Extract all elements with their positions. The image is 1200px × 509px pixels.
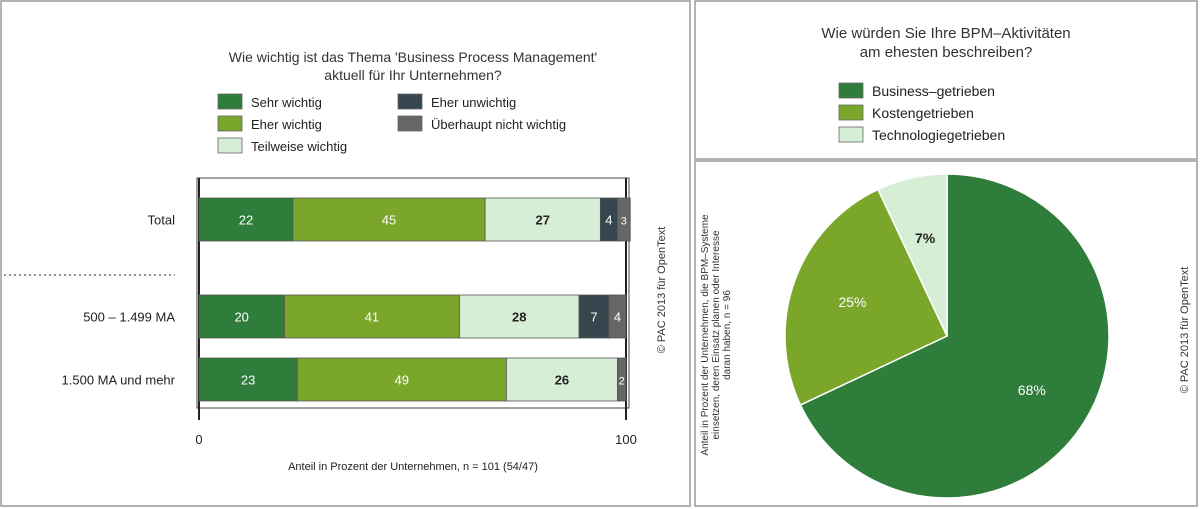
pie-label-technologiegetrieben: 7%: [915, 230, 936, 246]
data-label-1-500-ma-und-mehr-sehr-wichtig: 23: [241, 373, 255, 388]
pie-copyright: © PAC 2013 für OpenText: [1179, 267, 1191, 394]
data-label-total-teilweise-wichtig: 27: [536, 213, 550, 228]
pie-legend-swatch-business-getrieben: [838, 82, 864, 99]
bar-500-1-499-ma-eher-unwichtig: [578, 294, 610, 339]
data-label-500-1-499-ma-sehr-wichtig: 20: [234, 310, 248, 325]
data-label-1-500-ma-und-mehr-eher-wichtig: 49: [395, 373, 409, 388]
legend-swatch-ueberhaupt-nicht-wichtig: [397, 115, 423, 132]
data-label-1-500-ma-und-mehr-ueberhaupt-nicht-wichtig: 2: [619, 376, 625, 388]
pie-note: Anteil in Prozent der Unternehmen, die B…: [700, 214, 733, 456]
data-label-total-eher-wichtig: 45: [382, 213, 396, 228]
category-label-500-1-499-ma: 500 – 1.499 MA: [83, 310, 175, 325]
bar-500-1-499-ma-eher-wichtig: [283, 294, 460, 339]
bar-plot-frame: [196, 177, 630, 409]
category-label-1-500-ma-und-mehr: 1.500 MA und mehr: [62, 373, 176, 388]
pie-legend-swatch-kostengetrieben: [838, 104, 864, 121]
pie-title-line-1: Wie würden Sie Ihre BPM–Aktivitäten: [821, 25, 1070, 42]
x-axis-label: Anteil in Prozent der Unternehmen, n = 1…: [288, 461, 538, 473]
pie-slices: 68% 25% 7%: [784, 173, 1110, 499]
left-panel-frame: [0, 0, 691, 507]
bar-total-ueberhaupt-nicht-wichtig: [617, 197, 631, 242]
pie-legend-label-kostengetrieben: Kostengetrieben: [872, 105, 974, 121]
pie-slice-technologiegetrieben: [877, 173, 948, 337]
data-label-500-1-499-ma-teilweise-wichtig: 28: [512, 310, 526, 325]
pie-note-line-1: Anteil in Prozent der Unternehmen, die B…: [700, 214, 711, 456]
legend-label-ueberhaupt-nicht-wichtig: Überhaupt nicht wichtig: [431, 117, 566, 132]
pie-legend: Business–getriebenKostengetriebenTechnol…: [838, 82, 1005, 143]
bar-total-teilweise-wichtig: [484, 197, 601, 242]
pie-chart: Wie würden Sie Ihre BPM–Aktivitäten am e…: [700, 25, 1191, 499]
pie-legend-swatch-technologiegetrieben: [838, 126, 864, 143]
legend-label-sehr-wichtig: Sehr wichtig: [251, 95, 322, 110]
bar-title-line-1: Wie wichtig ist das Thema 'Business Proc…: [229, 49, 597, 65]
pie-header-frame: [694, 0, 1198, 160]
pie-label-business-getrieben: 68%: [1018, 382, 1046, 398]
stacked-bar-chart: Wie wichtig ist das Thema 'Business Proc…: [4, 49, 668, 473]
legend-swatch-eher-wichtig: [217, 115, 243, 132]
legend-swatch-sehr-wichtig: [217, 93, 243, 110]
bar-total-eher-wichtig: [292, 197, 486, 242]
pie-note-line-2: einsetzen, deren Einsatz planen oder Int…: [711, 230, 722, 439]
pie-legend-label-business-getrieben: Business–getrieben: [872, 83, 995, 99]
data-label-1-500-ma-und-mehr-teilweise-wichtig: 26: [555, 373, 569, 388]
bar-1-500-ma-und-mehr-teilweise-wichtig: [506, 357, 618, 402]
bar-500-1-499-ma-sehr-wichtig: [198, 294, 285, 339]
pie-slice-kostengetrieben: [784, 188, 948, 406]
data-label-total-ueberhaupt-nicht-wichtig: 3: [621, 216, 627, 228]
pie-note-line-3: daran haben, n = 96: [722, 290, 733, 380]
legend-swatch-eher-unwichtig: [397, 93, 423, 110]
pie-body-frame: [694, 160, 1198, 507]
x-tick-100: 100: [615, 432, 637, 447]
data-label-500-1-499-ma-eher-unwichtig: 7: [590, 310, 597, 325]
pie-label-kostengetrieben: 25%: [838, 294, 866, 310]
legend-label-eher-unwichtig: Eher unwichtig: [431, 95, 516, 110]
data-label-500-1-499-ma-ueberhaupt-nicht-wichtig: 4: [614, 310, 621, 325]
data-label-total-eher-unwichtig: 4: [605, 213, 612, 228]
bar-title-line-2: aktuell für Ihr Unternehmen?: [324, 67, 502, 83]
data-label-total-sehr-wichtig: 22: [239, 213, 253, 228]
bar-1-500-ma-und-mehr-ueberhaupt-nicht-wichtig: [617, 357, 627, 402]
data-label-500-1-499-ma-eher-wichtig: 41: [365, 310, 379, 325]
x-tick-0: 0: [195, 432, 202, 447]
bar-copyright: © PAC 2013 für OpenText: [656, 227, 668, 354]
legend-label-teilweise-wichtig: Teilweise wichtig: [251, 139, 347, 154]
legend-swatch-teilweise-wichtig: [217, 137, 243, 154]
bar-1-500-ma-und-mehr-eher-wichtig: [296, 357, 507, 402]
bar-500-1-499-ma-ueberhaupt-nicht-wichtig: [608, 294, 627, 339]
category-label-total: Total: [148, 213, 176, 228]
pie-slice-business-getrieben: [799, 173, 1110, 499]
legend-label-eher-wichtig: Eher wichtig: [251, 117, 322, 132]
pie-legend-label-technologiegetrieben: Technologiegetrieben: [872, 127, 1005, 143]
pie-title-line-2: am ehesten beschreiben?: [860, 44, 1033, 61]
